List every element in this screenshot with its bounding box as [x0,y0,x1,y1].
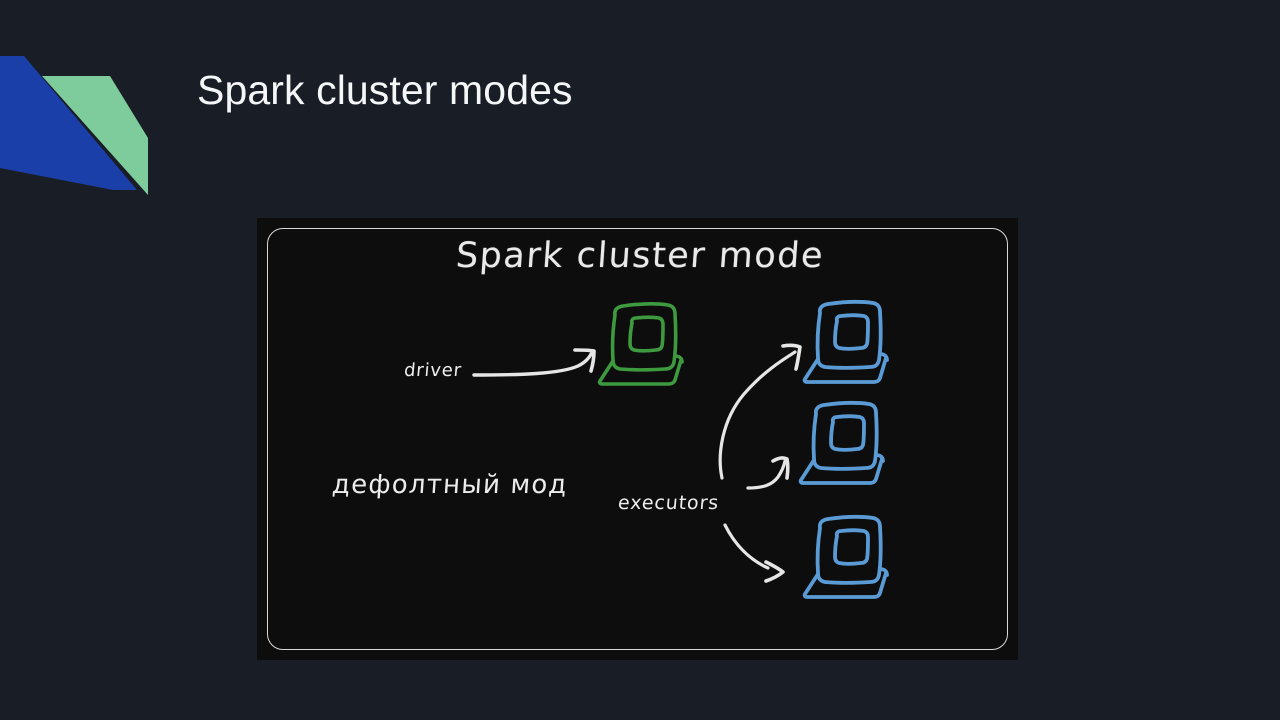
page-title: Spark cluster modes [197,67,573,113]
label-default-mode: дефолтный мод [330,470,569,500]
panel-border [267,228,1008,650]
label-executors: executors [617,492,721,514]
diagram-title: Spark cluster mode [454,236,826,276]
brand-logo [0,56,148,195]
diagram-panel [257,218,1018,660]
logo-blue-parallelogram [0,57,122,178]
logo-blue-shape [0,56,137,190]
logo-green-parallelogram [42,76,148,195]
label-driver: driver [403,360,463,381]
